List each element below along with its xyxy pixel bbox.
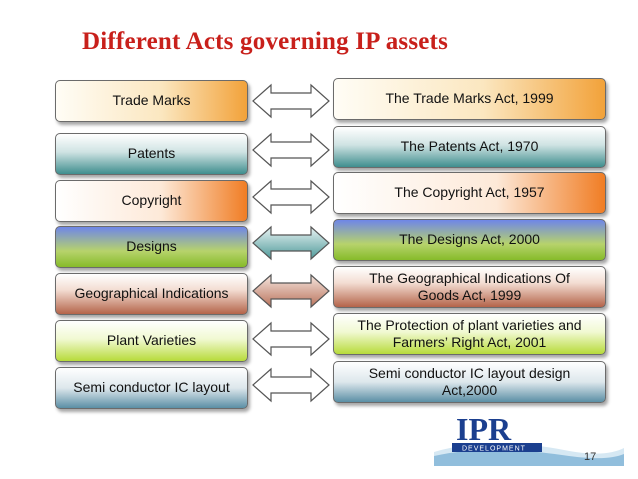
act-box-trade-marks: The Trade Marks Act, 1999 — [333, 78, 606, 120]
double-arrow-icon — [252, 179, 330, 215]
ipr-development-logo: IPR DEVELOPMENT — [434, 412, 624, 466]
slide-title: Different Acts governing IP assets — [82, 28, 449, 55]
asset-box-plant-varieties: Plant Varieties — [55, 320, 248, 362]
asset-box-patents: Patents — [55, 133, 248, 175]
asset-label: Semi conductor IC layout — [73, 379, 230, 396]
asset-box-designs: Designs — [55, 226, 248, 268]
act-box-plant-varieties: The Protection of plant varieties and Fa… — [333, 313, 606, 355]
double-arrow-icon — [252, 367, 330, 403]
act-label: The Protection of plant varieties and Fa… — [357, 316, 582, 351]
double-arrow-icon — [252, 132, 330, 168]
act-label: The Geographical Indications Of Goods Ac… — [369, 269, 570, 304]
asset-box-geographical-indications: Geographical Indications — [55, 273, 248, 315]
asset-box-copyright: Copyright — [55, 180, 248, 222]
asset-box-trade-marks: Trade Marks — [55, 80, 248, 122]
double-arrow-icon — [252, 321, 330, 357]
act-label: Semi conductor IC layout design Act,2000 — [368, 364, 571, 399]
double-arrow-icon — [252, 273, 330, 309]
logo-subtext: DEVELOPMENT — [462, 446, 526, 453]
act-box-patents: The Patents Act, 1970 — [333, 126, 606, 168]
page-number: 17 — [584, 451, 597, 463]
double-arrow-icon — [252, 225, 330, 261]
asset-label: Copyright — [121, 192, 182, 209]
double-arrow-icon — [252, 83, 330, 119]
act-box-geographical-indications: The Geographical Indications Of Goods Ac… — [333, 266, 606, 308]
asset-label: Designs — [126, 238, 177, 255]
logo-text: IPR — [456, 412, 512, 447]
asset-label: Plant Varieties — [106, 332, 197, 349]
asset-label: Geographical Indications — [74, 285, 229, 302]
act-box-semiconductor: Semi conductor IC layout design Act,2000 — [333, 361, 606, 403]
act-label: The Designs Act, 2000 — [399, 231, 540, 248]
act-box-designs: The Designs Act, 2000 — [333, 219, 606, 261]
asset-label: Trade Marks — [112, 92, 191, 109]
act-label: The Copyright Act, 1957 — [394, 184, 545, 201]
act-label: The Trade Marks Act, 1999 — [385, 90, 554, 107]
asset-label: Patents — [127, 145, 176, 162]
act-label: The Patents Act, 1970 — [400, 138, 539, 155]
act-box-copyright: The Copyright Act, 1957 — [333, 172, 606, 214]
asset-box-semiconductor: Semi conductor IC layout — [55, 367, 248, 409]
